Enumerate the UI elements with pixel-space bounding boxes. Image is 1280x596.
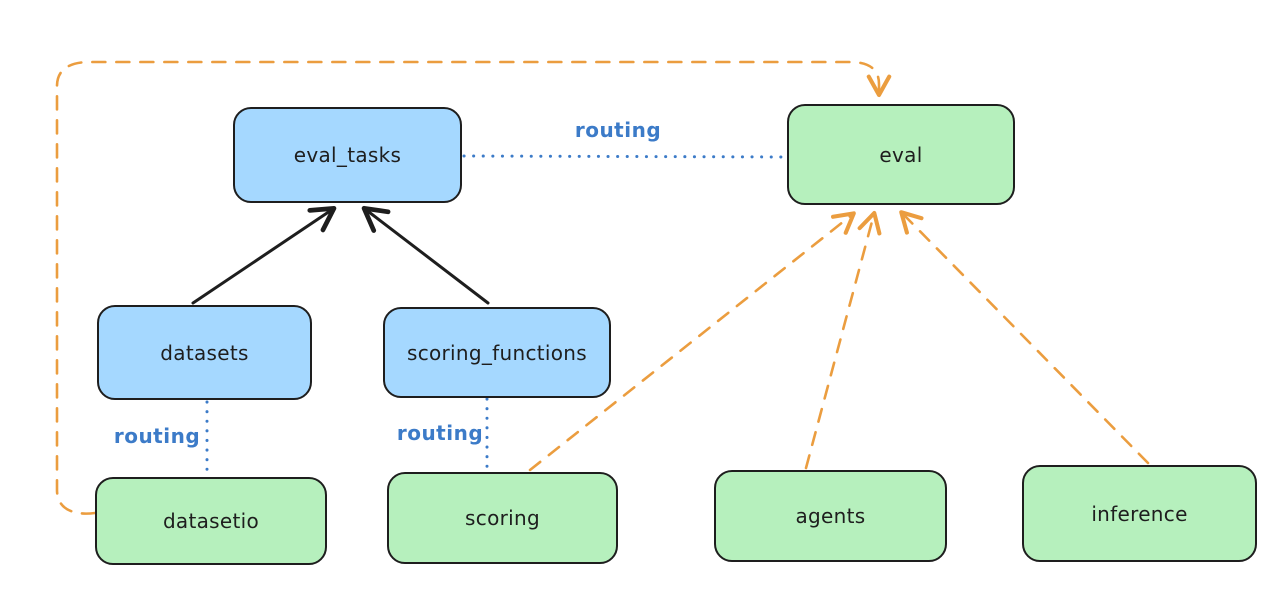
- node-scoring: scoring: [387, 472, 618, 564]
- node-inference-label: inference: [1091, 501, 1188, 526]
- edge-label-routing-scoring-functions-scoring: routing: [396, 421, 484, 445]
- edge-agents-to-eval-dashed: [804, 210, 882, 470]
- edge-label-routing-datasets-datasetio: routing: [113, 424, 201, 448]
- node-datasetio: datasetio: [95, 477, 327, 565]
- node-agents: agents: [714, 470, 947, 562]
- node-scoring-functions-label: scoring_functions: [406, 340, 588, 365]
- node-inference: inference: [1022, 465, 1257, 562]
- node-scoring-label: scoring: [465, 506, 540, 530]
- edge-scoring_functions-to-eval_tasks: [361, 205, 490, 305]
- node-datasets-label: datasets: [160, 340, 249, 365]
- edge-datasets-to-eval_tasks: [191, 205, 337, 305]
- node-eval-label: eval: [879, 142, 923, 167]
- node-datasets: datasets: [97, 305, 312, 400]
- node-eval-tasks: eval_tasks: [233, 107, 462, 203]
- node-eval-tasks-label: eval_tasks: [293, 143, 402, 167]
- edge-eval_tasks-to-eval-dotted: [462, 154, 788, 159]
- node-agents-label: agents: [795, 504, 866, 528]
- node-eval: eval: [787, 104, 1015, 205]
- node-scoring-functions: scoring_functions: [383, 307, 611, 398]
- edge-scoring-to-eval-dashed: [528, 211, 856, 472]
- edge-inference-to-eval-dashed: [899, 210, 1150, 465]
- node-datasetio-label: datasetio: [162, 509, 260, 533]
- edge-label-routing-eval-tasks-eval: routing: [574, 118, 662, 142]
- edge-datasetio-to-eval-dashed: [55, 60, 892, 515]
